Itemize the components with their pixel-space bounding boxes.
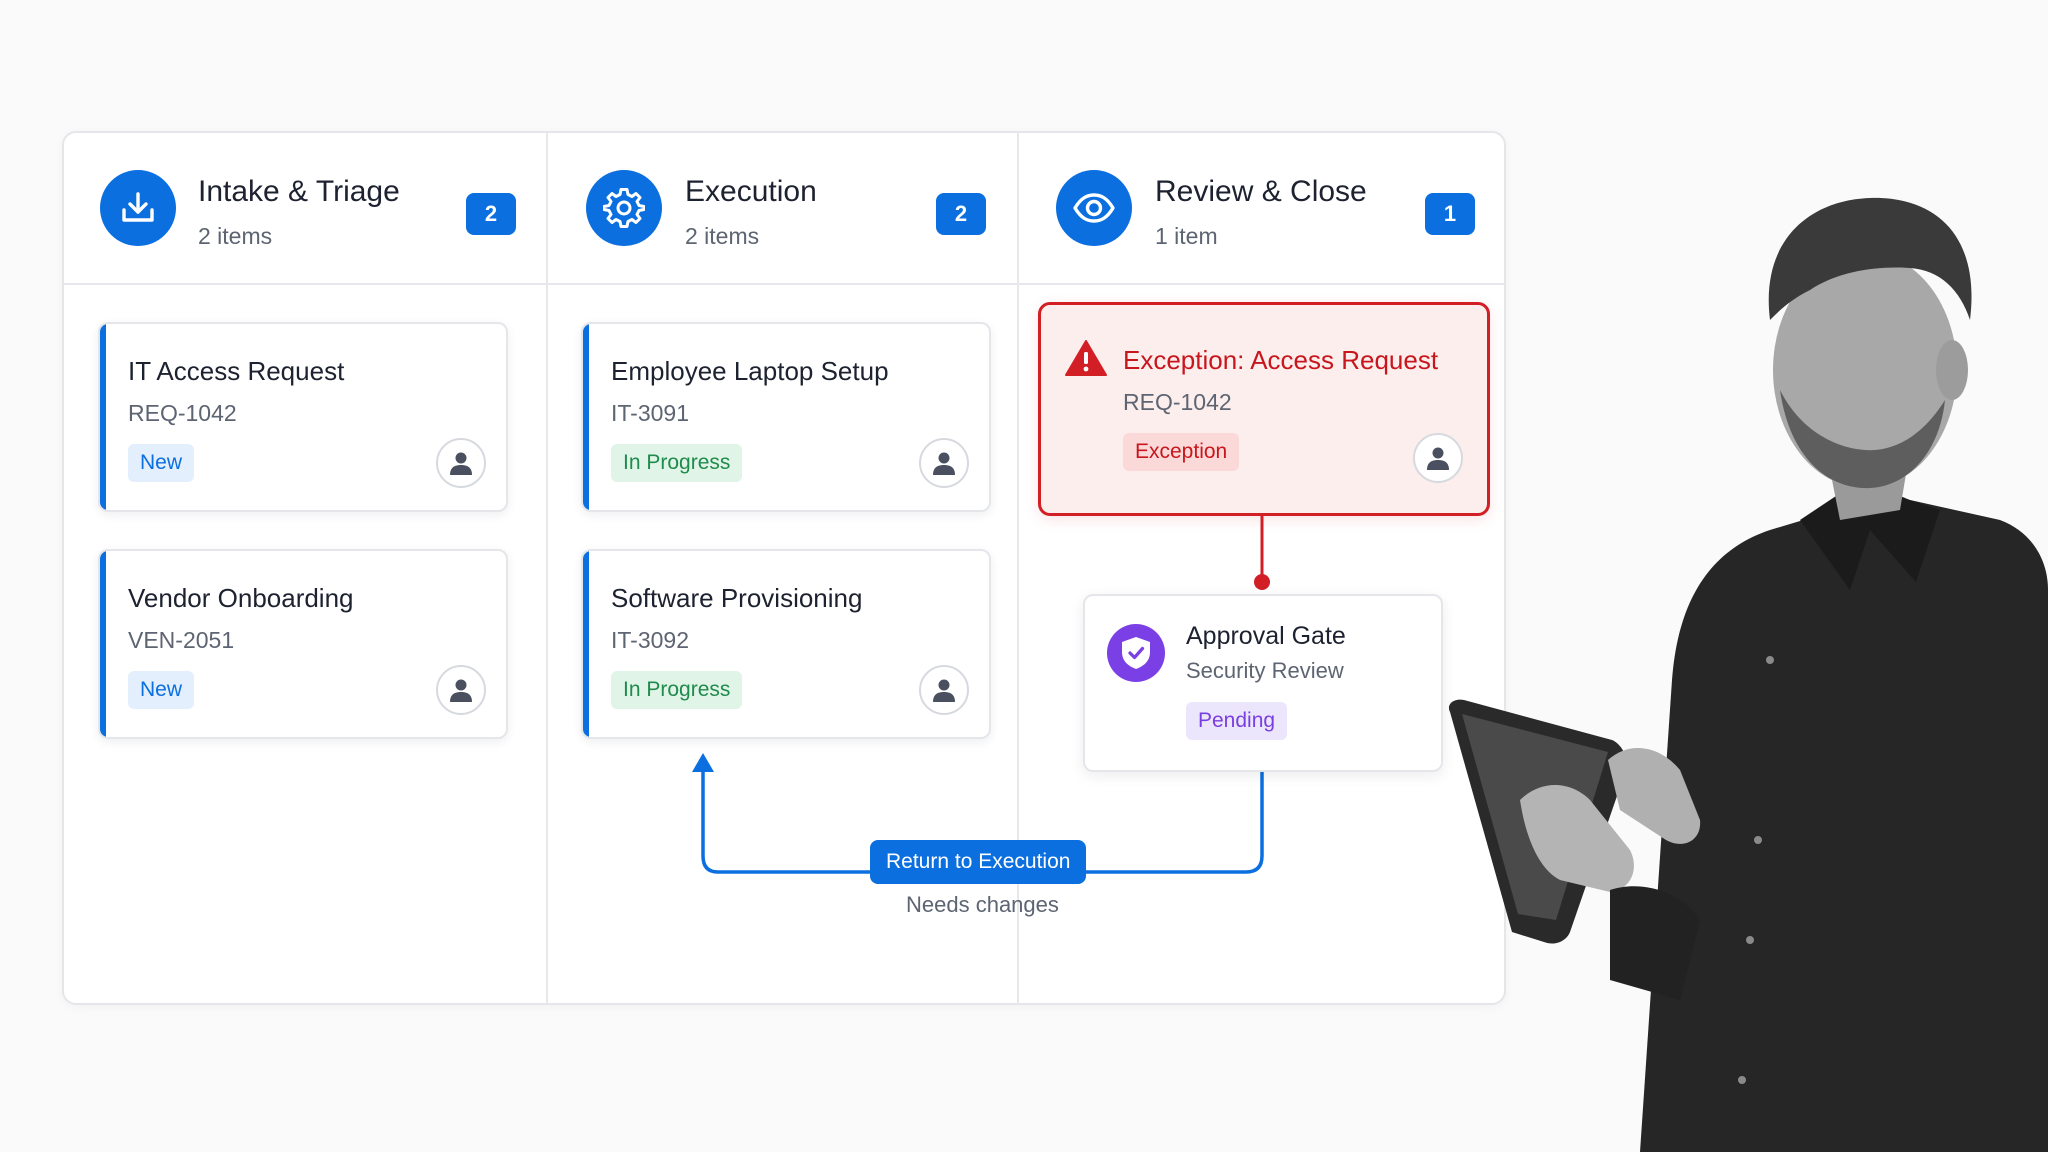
task-card[interactable]: Employee Laptop Setup IT-3091 In Progres… (581, 322, 991, 512)
beard (1780, 390, 1945, 489)
assignee-avatar[interactable] (436, 665, 486, 715)
return-arrowhead (692, 753, 714, 772)
column-item-count-text: 2 items (685, 223, 760, 249)
left-hand (1520, 785, 1634, 892)
sleeve (1610, 886, 1700, 1000)
column-header-review[interactable]: Review & Close 1 item 1 (1019, 133, 1504, 283)
status-badge: Exception (1123, 433, 1240, 471)
user-icon (933, 452, 955, 475)
assignee-avatar[interactable] (919, 665, 969, 715)
approval-gate-card[interactable]: Approval Gate Security Review Pending (1083, 594, 1443, 772)
shirt (1640, 500, 2048, 1152)
card-id: IT-3092 (611, 627, 689, 653)
card-id: REQ-1042 (128, 400, 237, 426)
column-title: Intake & Triage (198, 175, 400, 208)
column-title: Execution (685, 175, 817, 208)
column-item-count-text: 2 items (198, 223, 273, 249)
ear (1936, 340, 1968, 400)
warning-triangle-icon (1065, 340, 1107, 376)
assignee-avatar[interactable] (1413, 433, 1463, 483)
card-title: Vendor Onboarding (128, 583, 354, 613)
exception-id: REQ-1042 (1123, 389, 1232, 415)
column-count-badge: 2 (466, 193, 516, 235)
column-divider (1017, 133, 1019, 1003)
status-badge: New (128, 671, 195, 709)
return-note: Needs changes (906, 892, 1059, 917)
column-divider (546, 133, 548, 1003)
eye-icon (1056, 170, 1132, 246)
column-count-badge: 2 (936, 193, 986, 235)
assignee-avatar[interactable] (436, 438, 486, 488)
shirt-buttons (1738, 656, 1774, 1084)
card-title: IT Access Request (128, 356, 345, 386)
right-hand (1608, 747, 1701, 844)
status-badge: New (128, 444, 195, 482)
user-icon (1427, 447, 1449, 470)
status-badge: In Progress (611, 671, 743, 709)
task-card[interactable]: IT Access Request REQ-1042 New (98, 322, 508, 512)
shield-check-icon (1107, 624, 1165, 682)
gate-title: Approval Gate (1186, 622, 1346, 650)
column-header-intake[interactable]: Intake & Triage 2 items 2 (64, 133, 546, 283)
person-with-tablet (1448, 197, 2048, 1152)
header-divider (64, 283, 1504, 285)
gate-subtitle: Security Review (1186, 658, 1344, 683)
column-count-badge: 1 (1425, 193, 1475, 235)
card-id: VEN-2051 (128, 627, 235, 653)
exception-card[interactable]: Exception: Access Request REQ-1042 Excep… (1038, 302, 1490, 516)
user-icon (933, 679, 955, 702)
column-header-execution[interactable]: Execution 2 items 2 (548, 133, 1017, 283)
hair (1768, 197, 1972, 320)
exception-connector-dot (1254, 574, 1270, 590)
column-item-count-text: 1 item (1155, 223, 1218, 249)
column-title: Review & Close (1155, 175, 1367, 208)
card-title: Software Provisioning (611, 583, 863, 613)
shirt-collar (1870, 500, 1940, 582)
task-card[interactable]: Software Provisioning IT-3092 In Progres… (581, 549, 991, 739)
exception-title: Exception: Access Request (1123, 345, 1439, 375)
user-icon (450, 679, 472, 702)
user-icon (450, 452, 472, 475)
return-to-execution-button[interactable]: Return to Execution (870, 840, 1087, 884)
card-title: Employee Laptop Setup (611, 356, 889, 386)
status-badge: Pending (1186, 702, 1288, 740)
head (1773, 252, 1957, 488)
status-badge: In Progress (611, 444, 743, 482)
gear-icon (586, 170, 662, 246)
assignee-avatar[interactable] (919, 438, 969, 488)
task-card[interactable]: Vendor Onboarding VEN-2051 New (98, 549, 508, 739)
card-id: IT-3091 (611, 400, 689, 426)
inbox-download-icon (100, 170, 176, 246)
